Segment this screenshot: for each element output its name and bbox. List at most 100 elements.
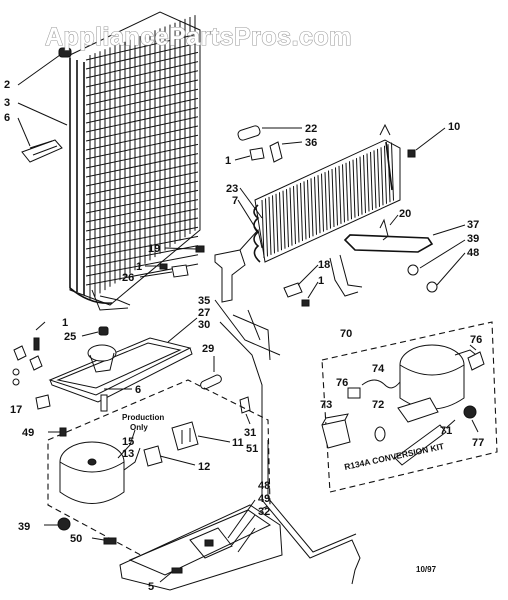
callout-33: 37 bbox=[467, 219, 479, 231]
evaporator-coil bbox=[69, 11, 201, 311]
condenser-fin bbox=[387, 144, 391, 203]
condenser-fin bbox=[370, 151, 373, 210]
evaporator-wire bbox=[85, 153, 199, 178]
condenser-fin bbox=[391, 142, 394, 201]
condenser-fin bbox=[352, 159, 356, 218]
callout-11: 11 bbox=[232, 437, 244, 449]
callout-labels: 2 3 6 22 36 1 10 23 7 20 37 39 48 19 1 2… bbox=[4, 79, 484, 593]
evaporator-wire bbox=[85, 116, 199, 142]
callout-7: 7 bbox=[232, 195, 238, 207]
callout-71: 71 bbox=[440, 425, 452, 437]
callout-2: 2 bbox=[4, 79, 10, 91]
condenser-fin bbox=[282, 190, 286, 249]
condenser-fin bbox=[377, 148, 380, 207]
part-76-terminal bbox=[467, 344, 485, 371]
part-76-relay-kit bbox=[347, 387, 361, 399]
part-5-screw bbox=[159, 567, 183, 583]
part-71-drier bbox=[394, 419, 456, 466]
production-only-note-line2: Only bbox=[130, 423, 148, 432]
condenser-fin bbox=[366, 153, 370, 212]
condenser-fin bbox=[338, 165, 342, 224]
kit-base-plate bbox=[397, 397, 439, 423]
part-23-clip bbox=[139, 263, 189, 278]
condenser-fin bbox=[265, 198, 268, 257]
part-2-cap bbox=[17, 47, 72, 86]
callout-76-top: 76 bbox=[470, 334, 482, 346]
compressor bbox=[59, 429, 141, 504]
callout-49: 49 bbox=[258, 493, 270, 505]
callout-5: 5 bbox=[148, 581, 154, 593]
condenser-fin bbox=[321, 173, 324, 232]
evaporator-wire bbox=[85, 171, 199, 196]
callout-70: 70 bbox=[340, 328, 352, 340]
evaporator-wire bbox=[85, 134, 199, 160]
part-72-clip-kit bbox=[374, 426, 386, 442]
callout-23: 26 bbox=[122, 272, 134, 284]
conversion-kit-label: R134A CONVERSION KIT bbox=[343, 441, 445, 472]
callout-30: 32 bbox=[258, 506, 270, 518]
callout-1-right: 1 bbox=[318, 275, 324, 287]
watermark: AppliancePartsPros.com bbox=[45, 23, 352, 51]
condenser-fin bbox=[373, 150, 377, 209]
callout-1-mid: 1 bbox=[136, 261, 142, 273]
callout-1-tray: 1 bbox=[62, 317, 68, 329]
part-19-fitting bbox=[283, 264, 319, 307]
callout-32: 36 bbox=[305, 137, 317, 149]
callout-24: 25 bbox=[64, 331, 76, 343]
part-74-wire bbox=[361, 379, 401, 389]
condenser-fin bbox=[279, 192, 282, 251]
part-1-fasteners-left bbox=[12, 321, 46, 386]
condenser-fin bbox=[328, 170, 331, 229]
part-10-screw bbox=[407, 127, 446, 158]
compressor-base-plate bbox=[119, 504, 283, 591]
callout-6: 6 bbox=[135, 384, 141, 396]
condenser-fin bbox=[363, 155, 366, 214]
callout-35: 39 bbox=[467, 233, 479, 245]
callout-50: 50 bbox=[70, 533, 82, 545]
callout-26: 29 bbox=[202, 343, 214, 355]
production-only-note-line1: Production bbox=[122, 413, 164, 422]
callout-1-upper: 1 bbox=[225, 155, 231, 167]
evaporator-wire bbox=[85, 208, 199, 232]
callout-37: 49 bbox=[22, 427, 34, 439]
condenser-fin bbox=[286, 189, 289, 248]
conversion-kit-outline bbox=[321, 321, 498, 493]
part-51-tube bbox=[261, 440, 361, 585]
callout-48: 48 bbox=[258, 480, 270, 492]
callout-12: 12 bbox=[198, 461, 210, 473]
condenser-fin bbox=[345, 162, 349, 221]
callout-19: 18 bbox=[318, 259, 330, 271]
evaporator-wire bbox=[85, 189, 199, 214]
part-29-clip bbox=[239, 396, 251, 425]
condenser-fin bbox=[359, 156, 363, 215]
part-39-grommet bbox=[44, 517, 71, 531]
condenser-fin bbox=[293, 186, 296, 245]
condenser-fin bbox=[296, 184, 300, 243]
evaporator-wire bbox=[85, 180, 199, 205]
callout-15: 15 bbox=[122, 436, 134, 448]
compressor-group-outline bbox=[47, 379, 271, 561]
part-1-screw-upper bbox=[234, 147, 265, 161]
condenser-fin bbox=[335, 167, 338, 226]
condenser-fin bbox=[272, 195, 275, 254]
condenser-fin bbox=[261, 199, 265, 259]
part-7-bracket bbox=[214, 249, 246, 303]
condenser-fin bbox=[289, 187, 293, 246]
part-18-screw bbox=[164, 245, 205, 253]
part-73-overload-kit bbox=[321, 413, 351, 449]
part-33-tube bbox=[329, 224, 466, 297]
condenser-fin bbox=[380, 147, 384, 206]
part-77-grommet bbox=[463, 405, 479, 433]
part-24-hose bbox=[81, 326, 109, 337]
callout-10: 10 bbox=[448, 121, 460, 133]
part-16-bracket bbox=[35, 394, 51, 410]
condenser-fin bbox=[384, 145, 387, 204]
condenser-fin bbox=[342, 164, 345, 223]
callout-22: 23 bbox=[226, 183, 238, 195]
evaporator-wire bbox=[85, 217, 199, 241]
callout-39: 39 bbox=[18, 521, 30, 533]
condenser-fin bbox=[314, 176, 317, 235]
condenser-fin bbox=[317, 175, 321, 234]
condenser-fin bbox=[275, 193, 279, 252]
